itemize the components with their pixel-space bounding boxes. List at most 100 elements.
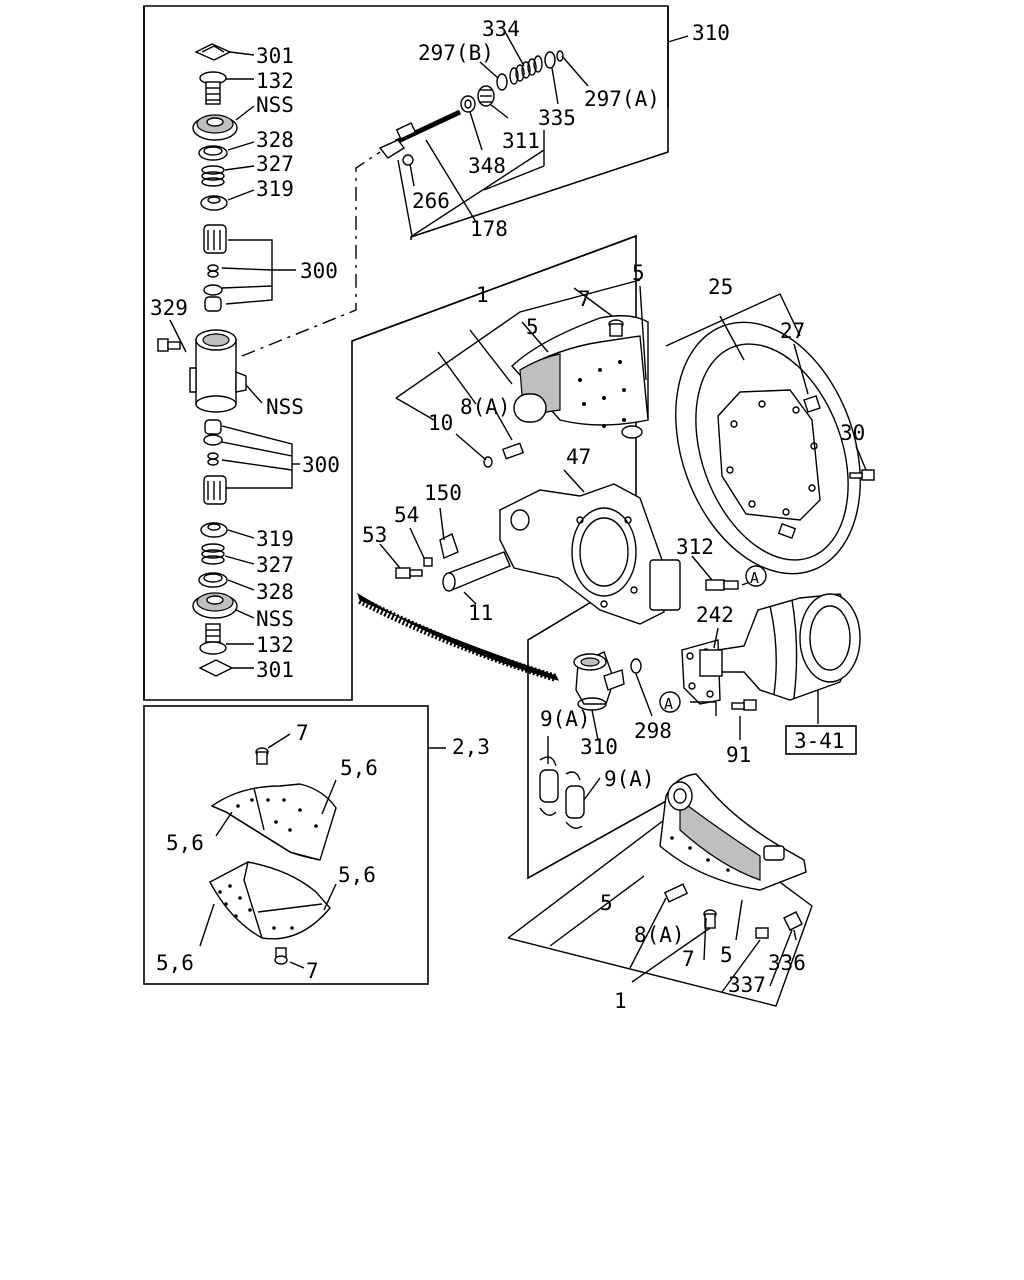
- callout-311: 311: [502, 129, 540, 153]
- cup-part: [200, 195, 228, 211]
- circle-a-label-1: A: [750, 569, 759, 587]
- adjuster-screw-part: [199, 71, 227, 105]
- push-rod-part: [378, 109, 462, 166]
- callout-8a: 8(A): [634, 923, 685, 947]
- ref-3-41-box: [785, 725, 857, 755]
- callout-319: 319: [256, 527, 294, 551]
- anchor-plate-part: [499, 483, 681, 625]
- brake-shoe-lower-part: [659, 773, 807, 891]
- callout-301: 301: [256, 658, 294, 682]
- callout-319: 319: [256, 177, 294, 201]
- air-chamber-leaders: [690, 627, 819, 740]
- seal-washer-part: [460, 95, 476, 113]
- ring-10-part: [483, 456, 493, 468]
- lower-shoe-leaders: [549, 875, 797, 993]
- callout-5: 5: [632, 261, 645, 285]
- boot-9a-left-part: [539, 756, 559, 816]
- callout-300: 300: [302, 453, 340, 477]
- push-rod-kit-leaders: [397, 29, 589, 238]
- callout-54: 54: [394, 503, 419, 527]
- upper-kit-bracket: [410, 6, 669, 240]
- direction-arrow-stripes: [358, 596, 558, 682]
- bottom-shoe-bracket: [507, 807, 813, 1007]
- callout-310: 310: [692, 21, 730, 45]
- callout-5-6: 5,6: [166, 831, 204, 855]
- callout-labels: 310 301 132 NSS 328 327 319 300 329 NSS …: [150, 17, 865, 1013]
- callout-7: 7: [682, 947, 695, 971]
- pin-8a-bot-part: [663, 883, 689, 903]
- callout-327: 327: [256, 553, 294, 577]
- callout-10: 10: [428, 411, 453, 435]
- lining-kit-frame: [143, 705, 429, 985]
- callout-327: 327: [256, 152, 294, 176]
- adjuster-wheel-part: [192, 114, 238, 141]
- spring-clip-part-bottom: [198, 659, 234, 677]
- pin-8a-top-part: [501, 442, 525, 460]
- mid-cylinder-leaders: [591, 673, 653, 741]
- callout-348: 348: [468, 154, 506, 178]
- rivet-7-kit-top-part: [255, 747, 269, 765]
- boot-leaders: [547, 736, 601, 801]
- callout-300: 300: [300, 259, 338, 283]
- callout-5: 5: [600, 891, 613, 915]
- callout-91: 91: [726, 743, 751, 767]
- callout-242: 242: [696, 603, 734, 627]
- callout-5-6: 5,6: [338, 863, 376, 887]
- callout-30: 30: [840, 421, 865, 445]
- callout-297a: 297(A): [584, 87, 660, 111]
- pin-11-part: [442, 551, 511, 592]
- spring-clip-part: [194, 43, 232, 61]
- air-chamber-part: [699, 593, 861, 701]
- left-column-leaders: [169, 51, 300, 669]
- bleeder-bolt-part: [157, 338, 181, 352]
- piston-part-top: [203, 224, 227, 312]
- callout-7: 7: [306, 959, 319, 983]
- ring-335-part: [544, 50, 564, 69]
- lining-lower-part: [209, 861, 331, 940]
- adjuster-screw-part-bottom: [199, 623, 227, 655]
- callout-310: 310: [580, 735, 618, 759]
- callout-nss: NSS: [256, 93, 294, 117]
- bolt-337-part: [755, 927, 769, 939]
- brake-assembly-frame: [351, 234, 669, 880]
- seal-298-part: [630, 658, 642, 674]
- boot-part: [198, 145, 228, 161]
- callout-132: 132: [256, 69, 294, 93]
- callout-7: 7: [296, 721, 309, 745]
- spring-part-bottom: [201, 543, 225, 565]
- upper-shoe-leaders: [395, 279, 647, 461]
- callout-nss: NSS: [256, 607, 294, 631]
- rivet-7-kit-bot-part: [274, 947, 288, 965]
- callout-334: 334: [482, 17, 520, 41]
- dashed-link-cylinder: [241, 151, 381, 357]
- leader-310-top: [667, 35, 689, 43]
- callout-5: 5: [720, 943, 733, 967]
- circle-a-label-2: A: [664, 695, 673, 713]
- callout-328: 328: [256, 580, 294, 604]
- callout-8a: 8(A): [460, 395, 511, 419]
- callout-53: 53: [362, 523, 387, 547]
- callout-11: 11: [468, 601, 493, 625]
- boot-9a-right-part: [565, 771, 585, 829]
- wheel-cylinder-body-part: [189, 329, 247, 413]
- callout-25: 25: [708, 275, 733, 299]
- callout-178: 178: [470, 217, 508, 241]
- callout-9a: 9(A): [604, 767, 655, 791]
- dust-cover-leaders: [665, 293, 867, 471]
- clip-336-part: [783, 911, 803, 931]
- callout-1: 1: [614, 989, 627, 1013]
- anchor-plate-leaders: [379, 469, 761, 605]
- plunger-part: [477, 85, 495, 107]
- piston-part-bottom: [203, 419, 227, 505]
- brake-shoe-upper-part: [511, 315, 649, 439]
- callout-329: 329: [150, 296, 188, 320]
- callout-328: 328: [256, 128, 294, 152]
- callout-301: 301: [256, 44, 294, 68]
- callout-298: 298: [634, 719, 672, 743]
- washer-54-part: [423, 557, 433, 567]
- callout-47: 47: [566, 445, 591, 469]
- bolt-53-part: [395, 567, 423, 579]
- callout-27: 27: [780, 319, 805, 343]
- ring-297b-part: [496, 73, 508, 91]
